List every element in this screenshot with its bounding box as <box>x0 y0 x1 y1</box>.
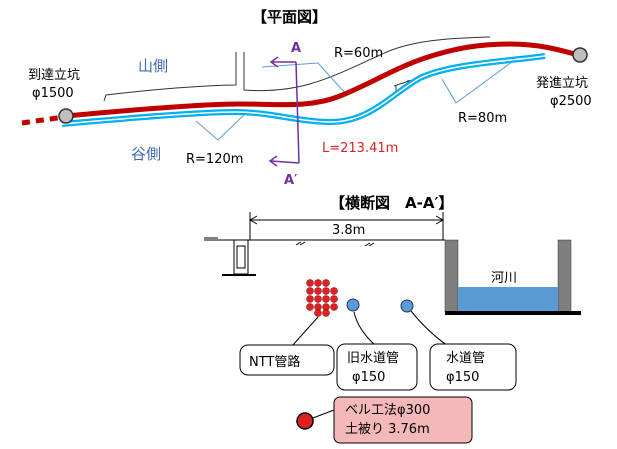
section-mark-a: A <box>291 41 301 56</box>
old-water-diameter-label: φ150 <box>352 370 385 385</box>
radius-60-label: R=60m <box>334 46 383 61</box>
river-channel <box>444 239 581 315</box>
river-label: 河川 <box>491 271 517 286</box>
bell-pipe <box>296 412 314 430</box>
departure-diameter-label: φ2500 <box>550 94 592 109</box>
section-marker <box>268 56 300 167</box>
length-label: L=213.41m <box>322 141 398 156</box>
pipeline-dashed-extension <box>21 114 65 126</box>
arrival-shaft-label: 到達立坑 <box>28 68 80 83</box>
ground-surface <box>204 237 445 276</box>
ntt-conduit-bundle <box>306 279 338 317</box>
water-label: 水道管 <box>446 351 485 366</box>
width-dimension <box>248 212 445 240</box>
plan-title: 【平面図】 <box>252 8 327 26</box>
radius-120-label: R=120m <box>186 152 243 167</box>
road-outlines <box>103 36 491 102</box>
ntt-label: NTT管路 <box>249 354 300 370</box>
ntt-callout <box>239 316 335 376</box>
bell-label: ベル工法φ300 <box>345 403 430 418</box>
water-pipe <box>400 299 414 313</box>
pipeline-route <box>65 41 583 119</box>
valley-side-label: 谷側 <box>131 145 161 163</box>
departure-shaft-circle <box>572 47 588 63</box>
section-title: 【横断図 A-A′】 <box>330 194 453 212</box>
arrival-shaft-circle <box>58 108 74 124</box>
old-water-pipe <box>346 298 360 312</box>
radius-lines <box>195 55 521 141</box>
departure-shaft-label: 発進立坑 <box>536 76 588 91</box>
section-mark-a-prime: A′ <box>284 173 298 188</box>
mountain-side-label: 山側 <box>138 57 168 75</box>
old-water-label: 旧水道管 <box>347 351 399 366</box>
radius-80-label: R=80m <box>458 111 507 126</box>
water-callout <box>410 310 517 391</box>
arrival-diameter-label: φ1500 <box>32 86 74 101</box>
old-water-callout <box>336 311 418 391</box>
width-label: 3.8m <box>332 223 365 238</box>
cover-label: 土被り 3.76m <box>345 422 430 437</box>
bell-callout <box>312 396 473 444</box>
water-diameter-label: φ150 <box>446 370 479 385</box>
